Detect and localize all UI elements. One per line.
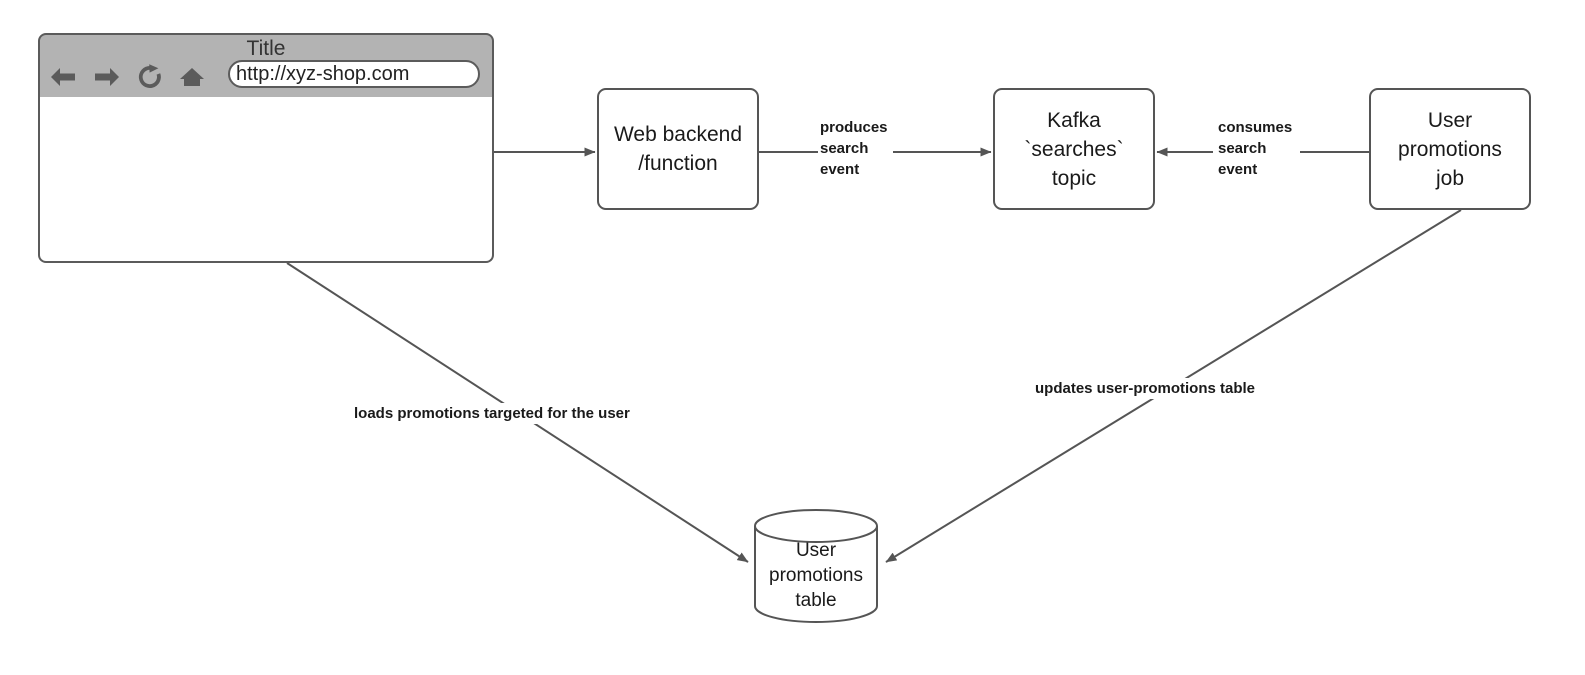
home-icon[interactable] [178,64,206,90]
url-input[interactable]: http://xyz-shop.com [236,63,410,85]
browser-page-title: Title [246,37,286,60]
edge-label-loads-promotions: loads promotions targeted for the user [352,403,632,424]
node-user-promotions-table[interactable]: User promotions table [753,508,879,624]
edge-label-consumes-search-event: consumes search event [1216,117,1295,180]
cylinder-shape [754,509,878,623]
node-user-promotions-job[interactable]: User promotions job [1369,88,1531,210]
edge-label-produces-search-event: produces search event [818,117,890,180]
url-bar[interactable]: http://xyz-shop.com [228,60,480,88]
node-kafka-searches-topic[interactable]: Kafka `searches` topic [993,88,1155,210]
node-web-backend[interactable]: Web backend /function [597,88,759,210]
browser-content-area [38,97,494,263]
back-arrow-icon[interactable] [48,64,78,90]
browser-window: Title [38,33,494,263]
reload-icon[interactable] [136,63,164,91]
edge-label-updates-user-promotions-table: updates user-promotions table [1033,378,1258,399]
browser-nav-icons [48,61,206,93]
forward-arrow-icon[interactable] [92,64,122,90]
cylinder-label: User promotions table [769,540,863,611]
